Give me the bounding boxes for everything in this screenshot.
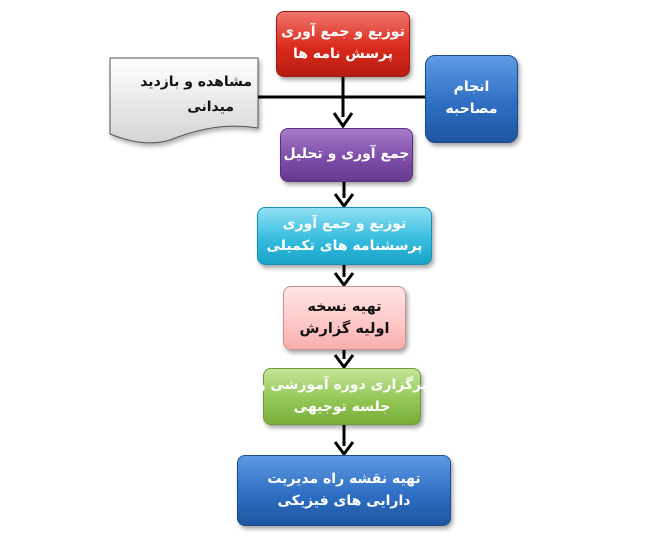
roadmap-line2: دارایی های فیزیکی [277, 492, 411, 509]
field-visit-line2: میدانی [187, 98, 234, 115]
arrow-5-head [333, 441, 355, 457]
interview-line1: انجام [453, 79, 490, 96]
collect-analyze-box: جمع آوری و تحلیل [280, 128, 413, 182]
training-line1: برگزاری دوره آموزشی و [256, 376, 428, 393]
document-shape [109, 57, 259, 144]
supplementary-line1: توزیع و جمع آوری [282, 216, 407, 233]
field-visit-line1: مشاهده و بازدید [140, 74, 252, 90]
interview-box: انجام مصاحبه [425, 55, 518, 143]
arrow-4-head [333, 354, 355, 370]
arrow-2-head [333, 193, 355, 209]
field-visit-document: مشاهده و بازدید میدانی [114, 60, 260, 140]
distribute-questionnaires-box: توزیع و جمع آوری پرسش نامه ها [276, 11, 410, 77]
training-session-box: برگزاری دوره آموزشی و جلسه توجیهی [257, 368, 427, 425]
draft-line2: اولیه گزارش [299, 321, 390, 337]
supplementary-line2: پرسشنامه های تکمیلی [266, 238, 423, 254]
supplementary-questionnaires-box: توزیع و جمع آوری پرسشنامه های تکمیلی [257, 207, 432, 265]
training-line2: جلسه توجیهی [293, 398, 391, 415]
draft-report-box: تهیه نسخه اولیه گزارش [283, 286, 406, 350]
asset-management-roadmap-box: تهیه نقشه راه مدیریت دارایی های فیزیکی [237, 455, 451, 526]
arrow-1-head [332, 112, 354, 129]
collect-line1: جمع آوری و تحلیل [283, 146, 410, 163]
roadmap-line1: تهیه نقشه راه مدیریت [267, 470, 421, 487]
interview-line2: مصاحبه [445, 101, 498, 117]
distribute-line1: توزیع و جمع آوری [281, 24, 405, 41]
distribute-line2: پرسش نامه ها [293, 46, 393, 62]
draft-line1: تهیه نسخه [307, 298, 382, 315]
arrow-3-head [333, 272, 355, 288]
